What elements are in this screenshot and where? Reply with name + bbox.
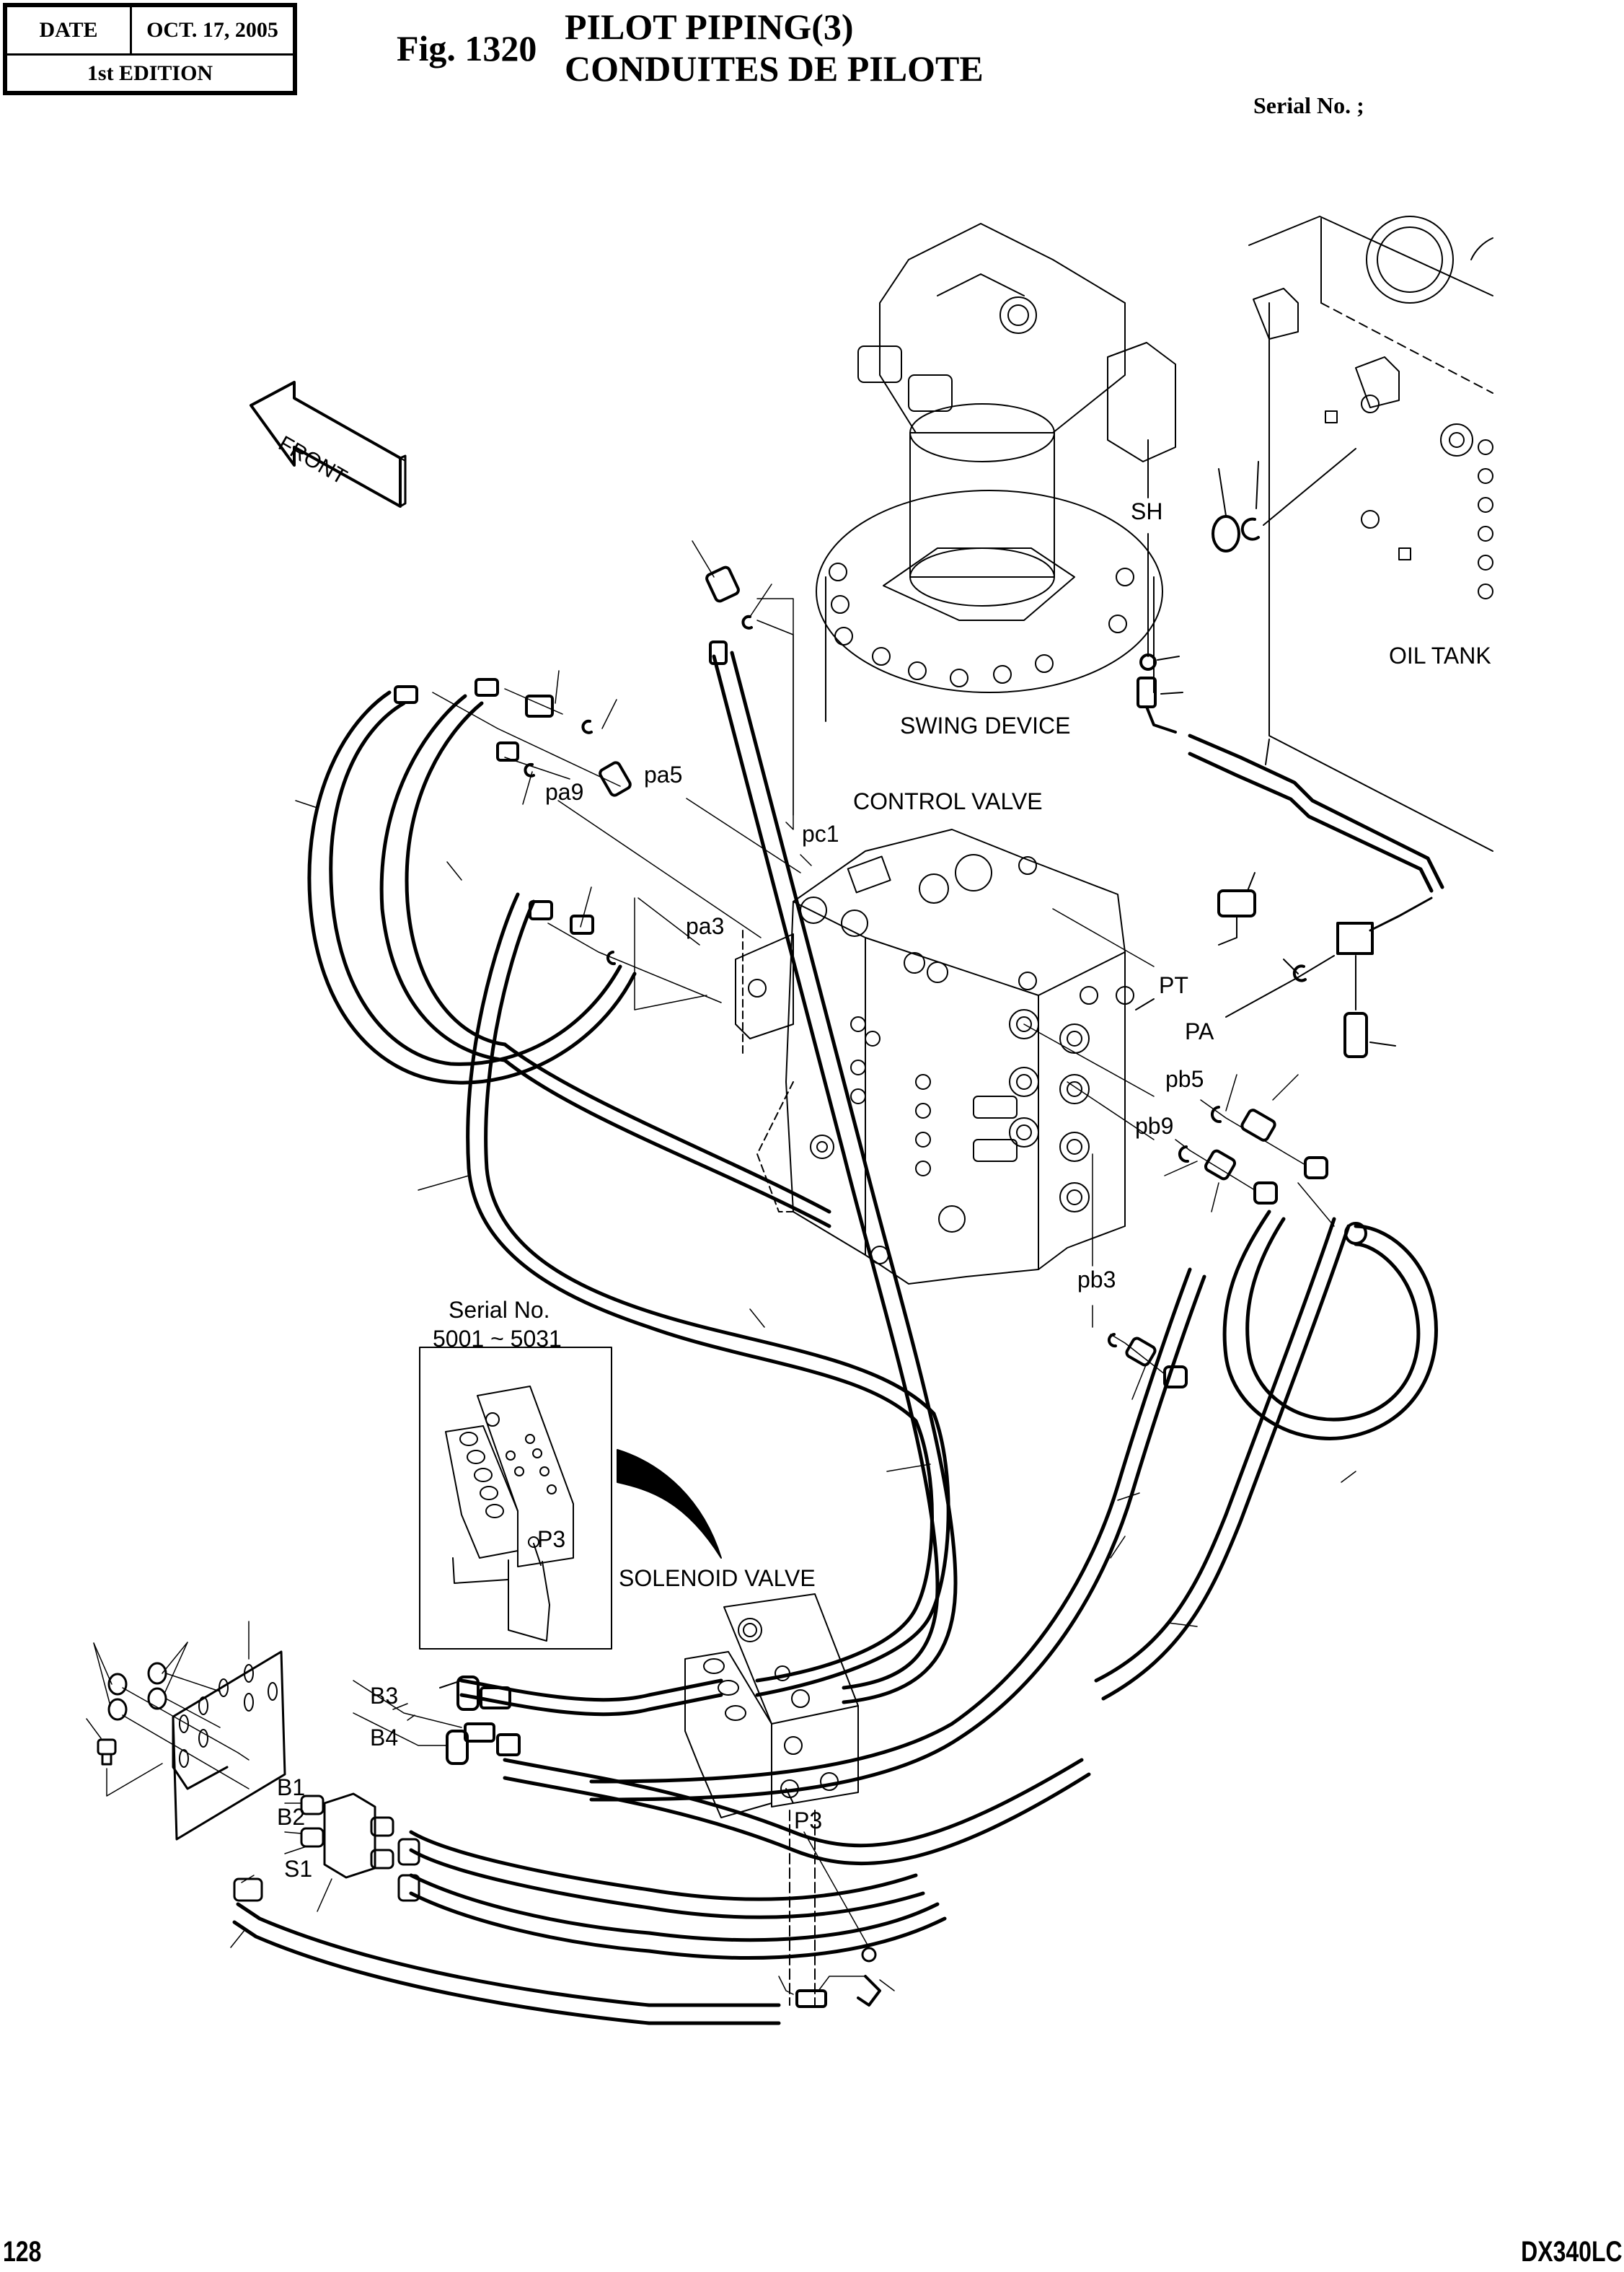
port-label-pb9: pb9 (1135, 1113, 1174, 1139)
port-label-b3: B3 (370, 1683, 399, 1709)
swing-device-drawing (816, 223, 1176, 722)
model-code: DX340LC (1521, 2236, 1623, 2268)
hose-loop-left-leaders (295, 800, 931, 1472)
inset-serial-range: 5001 ~ 5031 (433, 1326, 562, 1352)
front-arrow-icon (250, 381, 407, 508)
b-leaders (353, 1680, 462, 1746)
inset-solenoid-drawing (445, 1386, 574, 1642)
port-label-s1: S1 (284, 1856, 313, 1882)
upper-left-fittings (394, 565, 753, 966)
label-solenoid-valve: SOLENOID VALVE (619, 1565, 816, 1591)
bracket-leaders (86, 1621, 250, 1797)
title-english: PILOT PIPING(3) (565, 6, 854, 47)
port-label-b2: B2 (277, 1804, 306, 1830)
serial-number-label: Serial No. ; (1253, 92, 1364, 118)
upper-left-leaders (432, 540, 794, 1003)
port-label-pa9: pa9 (545, 779, 584, 805)
s1-block-drawing (233, 1792, 420, 1912)
pt-fitting (1135, 872, 1256, 1010)
lower-hoses (232, 1678, 1091, 2025)
info-row-date: DATE OCT. 17, 2005 (7, 7, 293, 56)
hose-loop-right (589, 1210, 1438, 1802)
hose-diagonal (712, 651, 958, 1704)
pb-fittings (1107, 1106, 1367, 1388)
inset-frame (419, 1347, 612, 1650)
inset-serial-label: Serial No. (449, 1297, 550, 1323)
hose-loop-right-leaders (1117, 1471, 1356, 1627)
pa-fittings (1225, 897, 1433, 1058)
port-label-pt: PT (1159, 972, 1188, 998)
port-label-pa: PA (1185, 1018, 1214, 1044)
edition-label: 1st EDITION (87, 61, 213, 85)
port-label-p3: P3 (794, 1808, 823, 1833)
page-number: 128 (3, 2236, 42, 2268)
pb-leaders (1110, 1074, 1335, 1400)
port-label-pa3: pa3 (686, 913, 725, 939)
port-label-b1: B1 (277, 1774, 306, 1800)
solenoid-valve-drawing (684, 1593, 895, 2008)
figure-number: Fig. 1320 (397, 28, 537, 69)
oil-tank-drawing (1212, 216, 1493, 852)
inset-pointer-arrow-icon (617, 1449, 722, 1559)
label-oil-tank: OIL TANK (1389, 643, 1491, 669)
mounting-bracket-drawing (97, 1650, 286, 1841)
b-fittings (439, 1676, 521, 1765)
port-label-pa5: pa5 (644, 762, 683, 788)
info-box: DATE OCT. 17, 2005 1st EDITION (3, 3, 297, 95)
port-label-b4: B4 (370, 1725, 399, 1751)
lower-hose-leaders (230, 1536, 1126, 1948)
label-control-valve: CONTROL VALVE (853, 788, 1043, 814)
port-label-sh: SH (1131, 498, 1163, 524)
date-label: DATE (7, 7, 132, 53)
port-label-pb5: pb5 (1165, 1066, 1204, 1092)
sh-hose (1137, 439, 1183, 734)
hose-loop-left (307, 690, 950, 1697)
port-label-pb3: pb3 (1077, 1267, 1116, 1293)
title-french: CONDUITES DE PILOTE (565, 48, 984, 89)
hose-to-pa (1188, 734, 1444, 893)
inset-port-p3: P3 (537, 1526, 566, 1552)
port-label-pc1: pc1 (802, 821, 839, 847)
date-value: OCT. 17, 2005 (146, 18, 278, 42)
label-swing-device: SWING DEVICE (900, 713, 1071, 739)
